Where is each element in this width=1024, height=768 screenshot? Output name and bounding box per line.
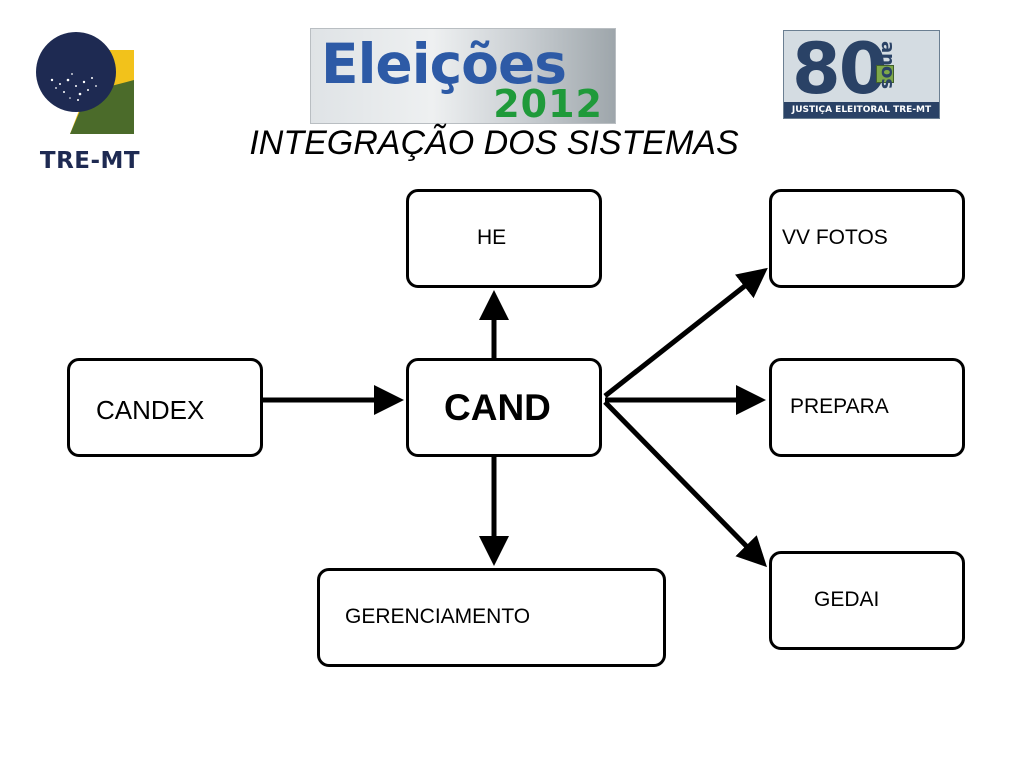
tre-mt-logo: TRE-MT xyxy=(30,22,150,182)
badge-footer: JUSTIÇA ELEITORAL TRE-MT xyxy=(784,102,939,118)
node-gedai-label: GEDAI xyxy=(814,588,880,611)
node-cand-label: CAND xyxy=(444,387,551,428)
arrow-cand-to-gedai xyxy=(603,400,768,568)
node-he-label: HE xyxy=(477,226,507,249)
node-prepara-label: PREPARA xyxy=(790,395,889,418)
node-prepara: PREPARA xyxy=(769,358,965,457)
tre-mt-emblem-icon xyxy=(36,32,134,134)
node-gedai: GEDAI xyxy=(769,551,965,650)
ballot-box-icon xyxy=(876,65,894,83)
node-candex-label: CANDEX xyxy=(96,395,205,425)
elections-2012-banner: Eleições 2012 xyxy=(310,28,616,124)
node-vv-fotos-label: VV FOTOS xyxy=(782,226,888,249)
node-gerenciamento: GERENCIAMENTO xyxy=(317,568,666,667)
node-he: HE xyxy=(406,189,602,288)
page-title: INTEGRAÇÃO DOS SISTEMAS xyxy=(249,124,739,162)
tre-mt-logo-text: TRE-MT xyxy=(39,148,141,174)
node-vv-fotos: VV FOTOS xyxy=(769,189,965,288)
banner-year: 2012 xyxy=(493,82,603,124)
node-candex: CANDEX xyxy=(67,358,263,457)
arrow-cand-to-vv-fotos xyxy=(603,267,768,398)
node-gerenciamento-label: GERENCIAMENTO xyxy=(345,605,531,628)
banner-word: Eleições xyxy=(321,32,567,96)
eighty-years-badge: 80 anos JUSTIÇA ELEITORAL TRE-MT xyxy=(783,30,940,119)
badge-number: 80 xyxy=(792,30,887,110)
node-cand: CAND xyxy=(406,358,602,457)
